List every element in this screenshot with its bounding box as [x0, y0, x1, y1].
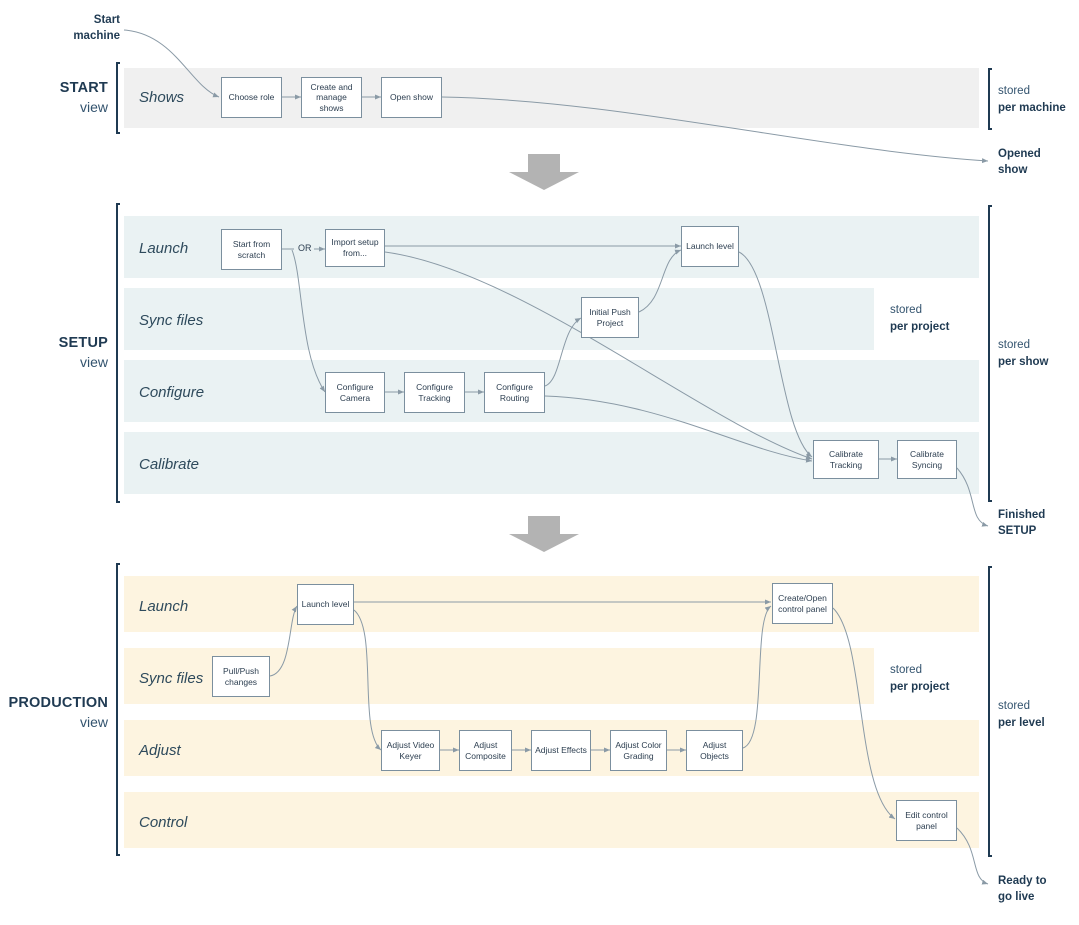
phase-title-setup-strong: SETUP — [58, 335, 108, 351]
row-label-setup-calibrate: Calibrate — [139, 456, 200, 473]
node-start-from-scratch[interactable]: Start from scratch — [221, 229, 282, 270]
node-configure-routing[interactable]: Configure Routing — [484, 372, 545, 413]
entry-start-machine-line1: Start — [93, 14, 120, 26]
side-note-setup-per-show-soft: stored — [998, 339, 1030, 351]
down-arrow-icon-start-to-setup — [509, 154, 579, 190]
exit-opened-show-line2: show — [998, 163, 1028, 176]
bracket-start-storage — [988, 68, 992, 130]
entry-start-machine: Start machine — [35, 13, 120, 44]
connector-label-or: OR — [296, 243, 314, 253]
exit-ready-to-go-live-line1: Ready to — [998, 875, 1047, 887]
node-create-and-manage-shows[interactable]: Create and manage shows — [301, 77, 362, 118]
node-configure-tracking[interactable]: Configure Tracking — [404, 372, 465, 413]
node-production-launch-level[interactable]: Launch level — [297, 584, 354, 625]
bracket-production-storage — [988, 566, 992, 857]
band-production-control — [124, 792, 979, 848]
node-adjust-effects[interactable]: Adjust Effects — [531, 730, 591, 771]
node-configure-camera[interactable]: Configure Camera — [325, 372, 385, 413]
exit-finished-setup-line1: Finished — [998, 509, 1046, 521]
band-setup-configure — [124, 360, 979, 422]
side-note-setup-per-show: stored per show — [998, 337, 1048, 370]
exit-opened-show-line1: Opened — [998, 148, 1041, 160]
node-setup-launch-level[interactable]: Launch level — [681, 226, 739, 267]
exit-ready-to-go-live: Ready to go live — [998, 874, 1047, 905]
side-note-setup-per-project-soft: stored — [890, 304, 922, 316]
node-pull-push-changes[interactable]: Pull/Push changes — [212, 656, 270, 697]
down-arrow-icon-setup-to-production — [509, 516, 579, 552]
side-note-production-per-project: stored per project — [890, 662, 949, 695]
exit-opened-show: Opened show — [998, 147, 1041, 178]
node-adjust-objects[interactable]: Adjust Objects — [686, 730, 743, 771]
bracket-start — [116, 62, 120, 134]
phase-title-production: PRODUCTION view — [0, 694, 108, 731]
side-note-setup-per-show-strong: per show — [998, 355, 1049, 368]
row-label-setup-launch: Launch — [139, 240, 189, 257]
node-import-setup-from[interactable]: Import setup from... — [325, 229, 385, 267]
side-note-production-per-project-soft: stored — [890, 664, 922, 676]
side-note-start-per-machine: stored per machine — [998, 83, 1066, 116]
side-note-production-per-level: stored per level — [998, 698, 1045, 731]
band-setup-sync-files — [124, 288, 874, 350]
node-calibrate-tracking[interactable]: Calibrate Tracking — [813, 440, 879, 479]
node-adjust-color-grading[interactable]: Adjust Color Grading — [610, 730, 667, 771]
exit-finished-setup: Finished SETUP — [998, 508, 1045, 539]
node-open-show[interactable]: Open show — [381, 77, 442, 118]
entry-start-machine-line2: machine — [73, 29, 120, 42]
side-note-production-per-level-soft: stored — [998, 700, 1030, 712]
bracket-setup-storage — [988, 205, 992, 502]
bracket-setup — [116, 203, 120, 503]
side-note-setup-per-project: stored per project — [890, 302, 949, 335]
bracket-production — [116, 563, 120, 856]
node-create-open-control-panel[interactable]: Create/Open control panel — [772, 583, 833, 624]
phase-title-setup: SETUP view — [0, 334, 108, 371]
phase-title-production-strong: PRODUCTION — [8, 695, 108, 711]
side-note-start-per-machine-soft: stored — [998, 85, 1030, 97]
side-note-setup-per-project-strong: per project — [890, 320, 950, 333]
node-initial-push-project[interactable]: Initial Push Project — [581, 297, 639, 338]
row-label-production-control: Control — [139, 814, 188, 831]
phase-title-start: START view — [0, 79, 108, 116]
exit-finished-setup-line2: SETUP — [998, 524, 1037, 537]
row-label-production-adjust: Adjust — [139, 742, 181, 759]
side-note-production-per-project-strong: per project — [890, 680, 950, 693]
node-adjust-composite[interactable]: Adjust Composite — [459, 730, 512, 771]
node-calibrate-syncing[interactable]: Calibrate Syncing — [897, 440, 957, 479]
node-choose-role[interactable]: Choose role — [221, 77, 282, 118]
node-edit-control-panel[interactable]: Edit control panel — [896, 800, 957, 841]
row-label-shows: Shows — [139, 89, 185, 106]
side-note-production-per-level-strong: per level — [998, 716, 1045, 729]
node-adjust-video-keyer[interactable]: Adjust Video Keyer — [381, 730, 440, 771]
row-label-setup-configure: Configure — [139, 384, 205, 401]
row-label-setup-sync-files: Sync files — [139, 312, 204, 329]
phase-title-production-soft: view — [79, 713, 108, 730]
side-note-start-per-machine-strong: per machine — [998, 101, 1066, 114]
exit-ready-to-go-live-line2: go live — [998, 890, 1035, 903]
band-production-launch — [124, 576, 979, 632]
phase-title-start-soft: view — [79, 98, 108, 115]
phase-title-start-strong: START — [59, 80, 108, 96]
row-label-production-launch: Launch — [139, 598, 189, 615]
phase-title-setup-soft: view — [79, 353, 108, 370]
row-label-production-sync-files: Sync files — [139, 670, 204, 687]
